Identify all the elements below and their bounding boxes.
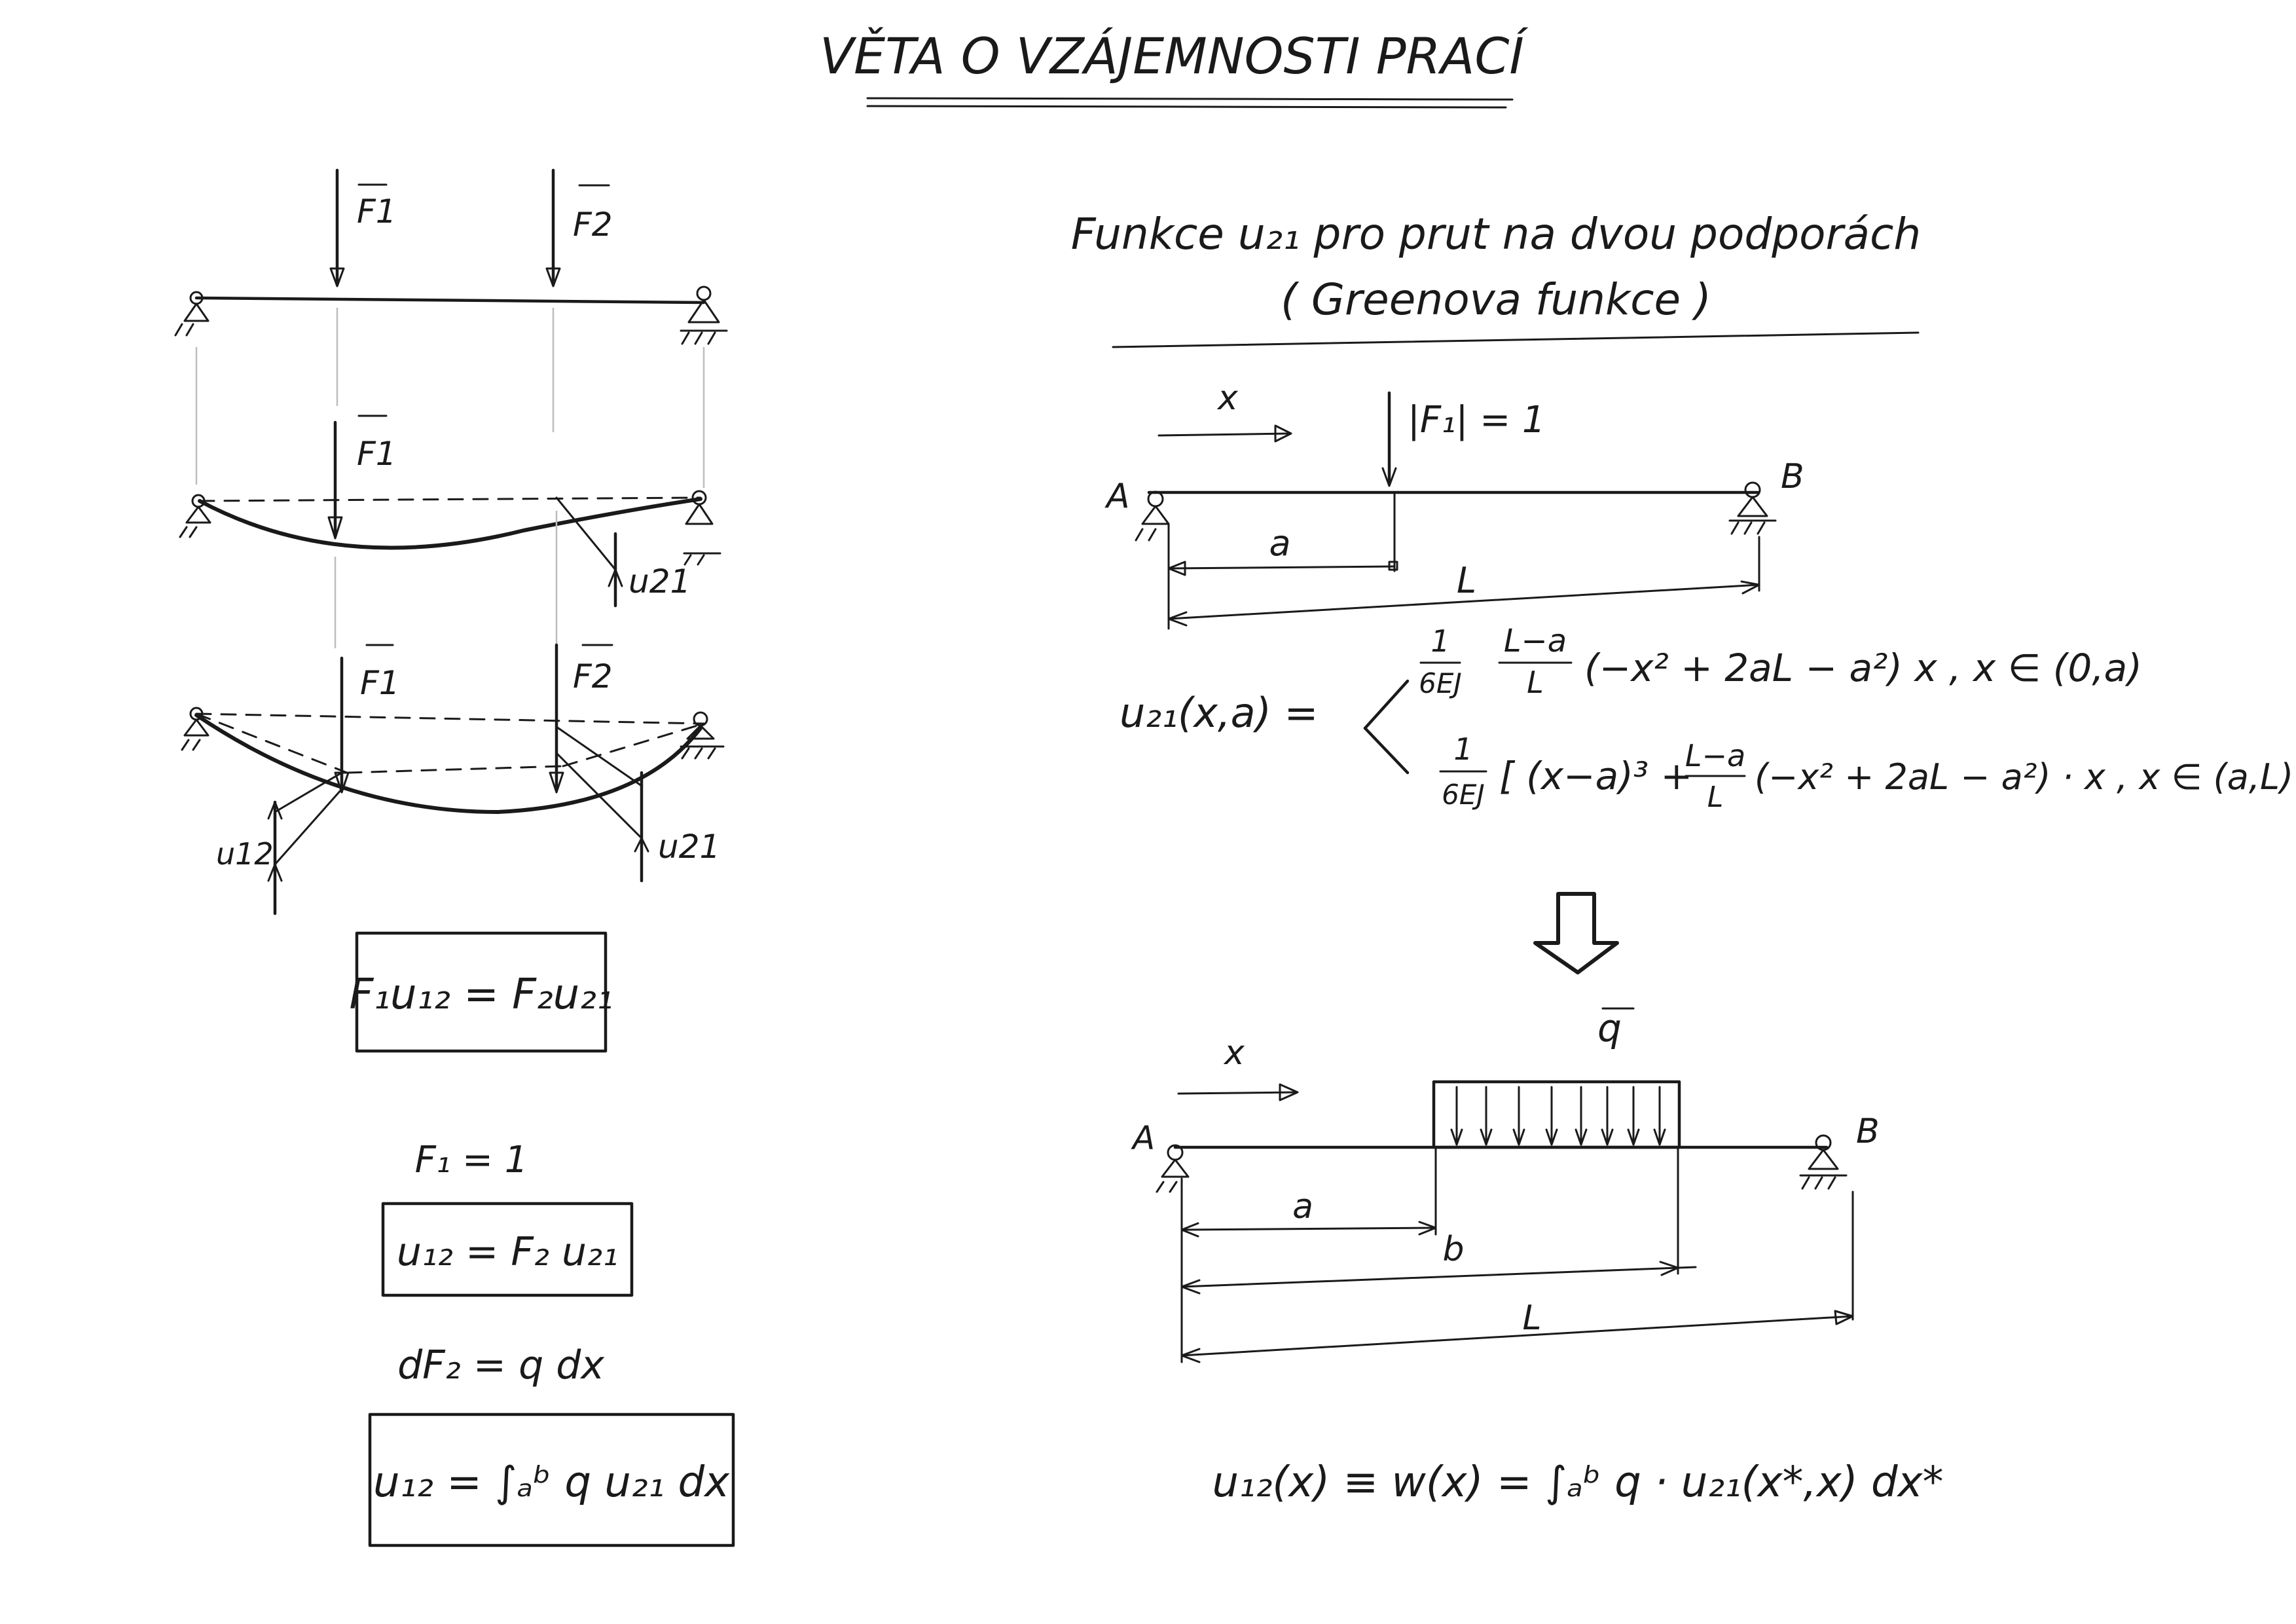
green-function-formula: u₂₁(x,a) = 1 6EJ L−a L (−x² + 2aL − a²) … bbox=[1120, 623, 2293, 814]
beam-point-load-diagram: x |F₁| = 1 A B a L bbox=[1104, 378, 1804, 630]
beam3-deflection2-label: u21 bbox=[658, 828, 720, 866]
formula-unit: u₁₂ = F₂ u₂₁ bbox=[397, 1229, 618, 1275]
final-formula: u₁₂(x) ≡ w(x) = ∫ₐᵇ q · u₂₁(x*,x) dx* bbox=[1212, 1458, 1943, 1507]
beam-distributed-load-diagram: x q A B bbox=[1131, 1006, 1880, 1363]
case1-mid-bottom: L bbox=[1527, 665, 1544, 700]
beam1-force2-label: F2 bbox=[573, 206, 613, 244]
diagram1-support-a: A bbox=[1104, 477, 1130, 516]
beam3-force1-label: F1 bbox=[360, 664, 400, 702]
down-arrow-icon bbox=[1533, 892, 1619, 974]
diagram2-load-label: q bbox=[1597, 1006, 1622, 1050]
beam2-force1-label: F1 bbox=[357, 435, 397, 473]
diagram1-dim-L: L bbox=[1457, 560, 1476, 601]
diagram1-dim-a: a bbox=[1269, 523, 1290, 564]
diagram1-force-label: |F₁| = 1 bbox=[1408, 399, 1546, 441]
beam3-deflection1-label: u12 bbox=[216, 836, 274, 872]
beam1-force1-label: F1 bbox=[357, 193, 397, 231]
heading-line-2: ( Greenova funkce ) bbox=[1281, 274, 1711, 325]
case2-rest: (−x² + 2aL − a²) · x , x ∈ (a,L) bbox=[1755, 756, 2293, 798]
diagram2-support-b: B bbox=[1856, 1112, 1880, 1151]
diagram2-x-label: x bbox=[1223, 1033, 1245, 1073]
formula-integral: u₁₂ = ∫ₐᵇ q u₂₁ dx bbox=[373, 1458, 730, 1507]
page-title-group: VĚTA O VZÁJEMNOSTI PRACÍ bbox=[820, 26, 1529, 109]
beam-diagram-3: F1 F2 u12 u21 bbox=[181, 643, 725, 915]
formula-box-reciprocity: F₁u₁₂ = F₂u₂₁ bbox=[350, 931, 613, 1053]
diagram2-dim-b: b bbox=[1442, 1230, 1464, 1269]
diagram1-x-label: x bbox=[1216, 378, 1239, 418]
case2-mid-bottom: L bbox=[1707, 781, 1724, 814]
beam-diagram-1: F1 F2 bbox=[174, 168, 728, 488]
case2-frac-bottom: 6EJ bbox=[1442, 779, 1485, 811]
load-element-relation: dF₂ = q dx bbox=[397, 1342, 604, 1388]
beam3-force2-label: F2 bbox=[573, 657, 613, 695]
formula-reciprocity: F₁u₁₂ = F₂u₂₁ bbox=[350, 970, 613, 1019]
beam2-deflection-label: u21 bbox=[629, 563, 691, 600]
case2-frac-top: 1 bbox=[1453, 731, 1472, 767]
formula-lhs: u₂₁(x,a) = bbox=[1120, 689, 1318, 737]
beam-diagram-2: F1 u21 bbox=[179, 415, 721, 648]
case1-frac-top: 1 bbox=[1430, 623, 1449, 659]
unit-force-condition: F₁ = 1 bbox=[415, 1139, 528, 1181]
diagram2-dim-L: L bbox=[1523, 1299, 1542, 1338]
heading-line-1: Funkce u₂₁ pro prut na dvou podporách bbox=[1071, 209, 1921, 259]
diagram2-support-a: A bbox=[1131, 1119, 1155, 1157]
case2-open: [ (x−a)³ + bbox=[1499, 754, 1692, 798]
case1-frac-bottom: 6EJ bbox=[1419, 667, 1462, 699]
page-title: VĚTA O VZÁJEMNOSTI PRACÍ bbox=[820, 26, 1529, 85]
formula-box-integral: u₁₂ = ∫ₐᵇ q u₂₁ dx bbox=[368, 1412, 735, 1547]
diagram2-dim-a: a bbox=[1292, 1187, 1313, 1227]
case1-mid-top: L−a bbox=[1504, 623, 1567, 659]
diagram1-support-b: B bbox=[1781, 457, 1804, 496]
distributed-load-arrows bbox=[1450, 1086, 1666, 1146]
formula-box-unit: u₁₂ = F₂ u₂₁ bbox=[381, 1202, 634, 1297]
case2-mid-top: L−a bbox=[1685, 738, 1745, 773]
case1-rest: (−x² + 2aL − a²) x , x ∈ (0,a) bbox=[1584, 646, 2142, 690]
green-function-heading: Funkce u₂₁ pro prut na dvou podporách ( … bbox=[1071, 209, 1921, 348]
